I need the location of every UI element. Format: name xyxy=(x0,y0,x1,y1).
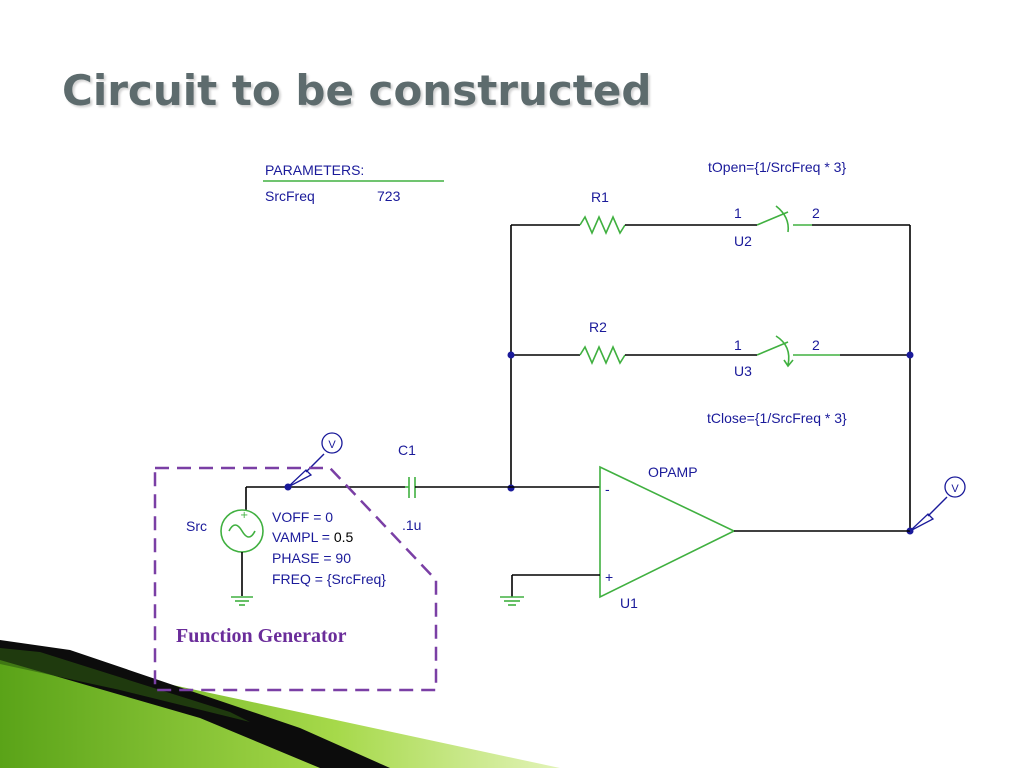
branch-r2-u3: R2 1 2 U3 xyxy=(511,319,910,379)
switch-u3-label: U3 xyxy=(734,363,752,379)
opamp-model-label: OPAMP xyxy=(648,464,698,480)
parameters-header: PARAMETERS: xyxy=(265,162,364,178)
probe-v-label: V xyxy=(328,439,336,451)
opamp-ref-label: U1 xyxy=(620,595,638,611)
junction-node xyxy=(507,484,515,492)
probe-v-label: V xyxy=(951,483,959,495)
source-freq: FREQ = {SrcFreq} xyxy=(272,571,386,587)
opamp-plus-pin: + xyxy=(605,569,613,585)
parameter-value: 723 xyxy=(377,188,401,204)
parameter-name: SrcFreq xyxy=(265,188,315,204)
capacitor-c1: C1 .1u xyxy=(246,442,600,533)
switch-u2-pin2: 2 xyxy=(812,205,820,221)
source-vampl: VAMPL = 0.5 xyxy=(272,529,354,545)
voltage-source-src: + Src VOFF = 0 VAMPL = 0.5 PHASE = 90 FR… xyxy=(186,487,386,606)
svg-text:+: + xyxy=(240,510,248,521)
resistor-r1-label: R1 xyxy=(591,189,609,205)
opamp-minus-pin: - xyxy=(605,481,610,497)
slide-title: Circuit to be constructed xyxy=(62,66,652,115)
switch-u3-pin1: 1 xyxy=(734,337,742,353)
function-generator-outline xyxy=(153,466,438,692)
branch-r1-u2: R1 1 2 U2 xyxy=(511,189,910,249)
junction-node xyxy=(507,351,515,359)
switch-u2-spec: tOpen={1/SrcFreq * 3} xyxy=(708,159,846,175)
parameters-block: PARAMETERS: SrcFreq 723 xyxy=(263,162,444,204)
junction-node xyxy=(906,351,914,359)
capacitor-c1-label: C1 xyxy=(398,442,416,458)
capacitor-c1-value: .1u xyxy=(402,517,421,533)
resistor-r2 xyxy=(579,345,626,365)
switch-u2-pin1: 1 xyxy=(734,205,742,221)
resistor-r2-label: R2 xyxy=(589,319,607,335)
switch-u2-label: U2 xyxy=(734,233,752,249)
voltage-probe-input: V xyxy=(287,432,343,488)
function-generator-caption: Function Generator xyxy=(176,625,347,647)
source-phase: PHASE = 90 xyxy=(272,550,351,566)
resistor-r1 xyxy=(579,215,626,235)
source-voff: VOFF = 0 xyxy=(272,509,333,525)
voltage-probe-output: V xyxy=(909,476,966,532)
switch-u3-pin2: 2 xyxy=(812,337,820,353)
decorative-swoosh xyxy=(0,640,560,768)
source-name: Src xyxy=(186,518,207,534)
switch-u3-spec: tClose={1/SrcFreq * 3} xyxy=(707,410,847,426)
opamp-u1: - + OPAMP U1 xyxy=(500,464,910,611)
